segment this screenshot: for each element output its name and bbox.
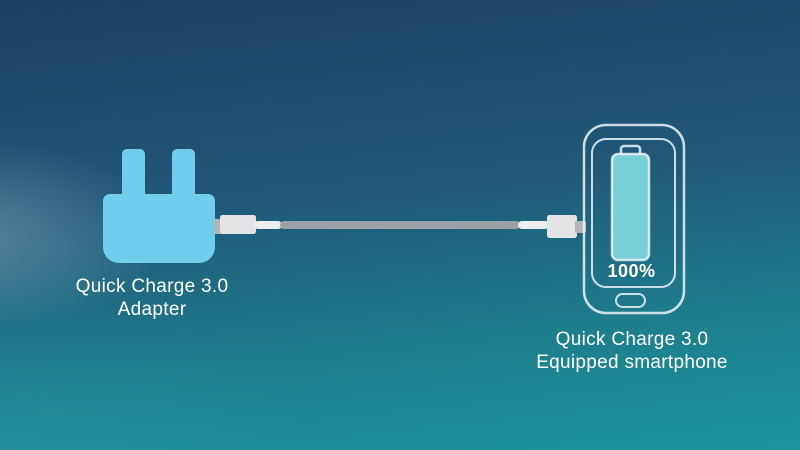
smartphone-icon xyxy=(582,123,686,315)
cable-connector-right-icon xyxy=(547,215,577,238)
adapter-prong-left-icon xyxy=(122,149,145,201)
cable-strain-relief-right-icon xyxy=(518,221,549,229)
cable-plug-tip-right-icon xyxy=(575,221,586,233)
cable-connector-left-icon xyxy=(220,215,256,234)
adapter-label-line1: Quick Charge 3.0 xyxy=(75,276,229,297)
phone-label-line2: Equipped smartphone xyxy=(536,352,728,373)
adapter-label: Quick Charge 3.0 Adapter xyxy=(52,275,252,321)
phone-label-line1: Quick Charge 3.0 xyxy=(555,329,709,350)
phone-label: Quick Charge 3.0 Equipped smartphone xyxy=(507,328,757,374)
battery-percentage: 100% xyxy=(607,261,656,281)
phone-body-outline xyxy=(582,123,686,315)
battery-icon xyxy=(610,152,651,262)
cable-strain-relief-left-icon xyxy=(254,221,282,229)
home-button-icon xyxy=(615,293,646,308)
adapter-prong-right-icon xyxy=(172,149,195,201)
adapter-body-icon xyxy=(103,194,215,263)
adapter-label-line2: Adapter xyxy=(117,299,187,320)
cable-cord-icon xyxy=(280,221,520,229)
cable-plug-tip-left-icon xyxy=(214,219,222,234)
phone-screen-outline xyxy=(591,138,676,288)
